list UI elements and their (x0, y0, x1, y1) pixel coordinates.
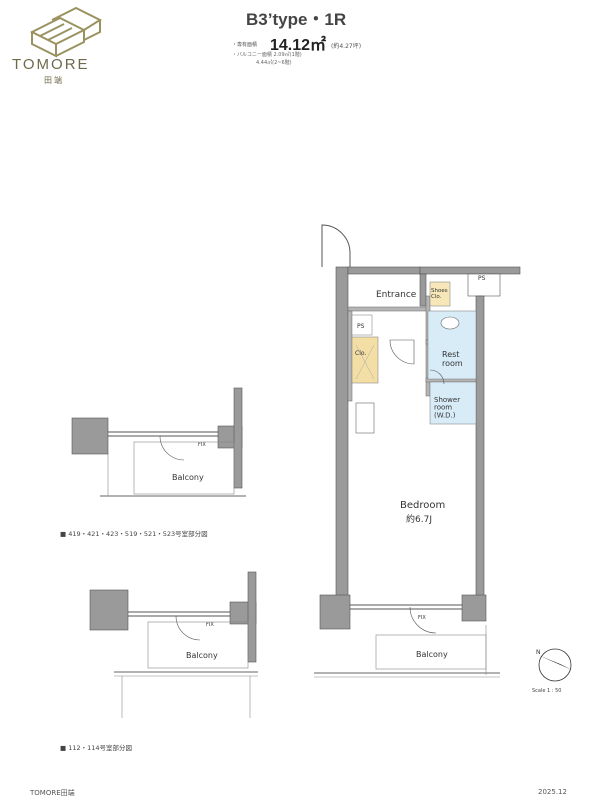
upper-column-left (71, 417, 109, 455)
closet (351, 336, 379, 384)
unit-type-title: B3’type・1R (246, 10, 347, 29)
lower-door-swing (175, 615, 201, 641)
column-right (461, 594, 487, 622)
area-tsubo: (約4.27坪) (331, 43, 362, 50)
entrance-label: Entrance (376, 290, 417, 300)
wall-top-right (419, 266, 521, 275)
footer-brand: TOMORE田端 (30, 789, 75, 797)
bedroom-size: 約6.7J (406, 513, 432, 525)
lower-column-left (89, 589, 129, 631)
logo-brand: TOMORE (12, 56, 90, 73)
balcony-label-lower: Balcony (186, 651, 218, 660)
footer-date: 2025.12 (538, 788, 567, 796)
wall-top (347, 266, 421, 275)
entrance-door-swing (321, 224, 351, 267)
north-arrow-icon: N (536, 648, 572, 682)
wall-right (475, 295, 485, 607)
wall-left (335, 266, 349, 598)
closet-label: Clo. (355, 350, 366, 357)
shower-room (429, 381, 477, 425)
upper-partial-plan: FIX Balcony (71, 387, 246, 497)
area-value: 14.12㎡ (270, 37, 327, 54)
toilet-icon (440, 316, 460, 330)
caption-upper: ■ 419・421・423・519・521・523号室部分図 (60, 530, 208, 538)
balcony-area-note-2: 4.44㎡(2~6階) (256, 60, 292, 66)
ps-box-left (351, 314, 373, 336)
bedroom-label: Bedroom (400, 500, 445, 511)
lower-partial-plan: FIX Balcony (89, 571, 258, 718)
balcony-area (375, 634, 487, 670)
balcony-label-upper: Balcony (172, 473, 204, 482)
ps-label-right: PS (478, 275, 486, 282)
kitchen-sink (355, 402, 375, 434)
fix-label-main: FIX (418, 615, 426, 621)
wall-divider (419, 273, 427, 307)
scale-label: Scale 1 : 50 (532, 688, 562, 694)
tomore-logo-mark (29, 6, 103, 58)
shoes-closet (429, 281, 451, 307)
balcony-door-swing (409, 606, 437, 634)
upper-door-swing (159, 435, 185, 461)
svg-text:N: N (536, 649, 541, 656)
area-label: ・専有面積 (232, 42, 258, 48)
ps-label-left: PS (357, 323, 365, 330)
caption-lower: ■ 112・114号室部分図 (60, 744, 133, 752)
fix-label-lower: FIX (206, 622, 214, 628)
balcony-label-main: Balcony (416, 650, 448, 659)
column-left (319, 594, 351, 630)
fix-label-upper: FIX (198, 442, 206, 448)
rest-door-swing (389, 339, 415, 365)
logo-sub: 田端 (44, 76, 64, 85)
shower-door-swing (429, 369, 445, 385)
balcony-area-note-1: ・バルコニー面積 2.09㎡(1階) (232, 52, 302, 58)
